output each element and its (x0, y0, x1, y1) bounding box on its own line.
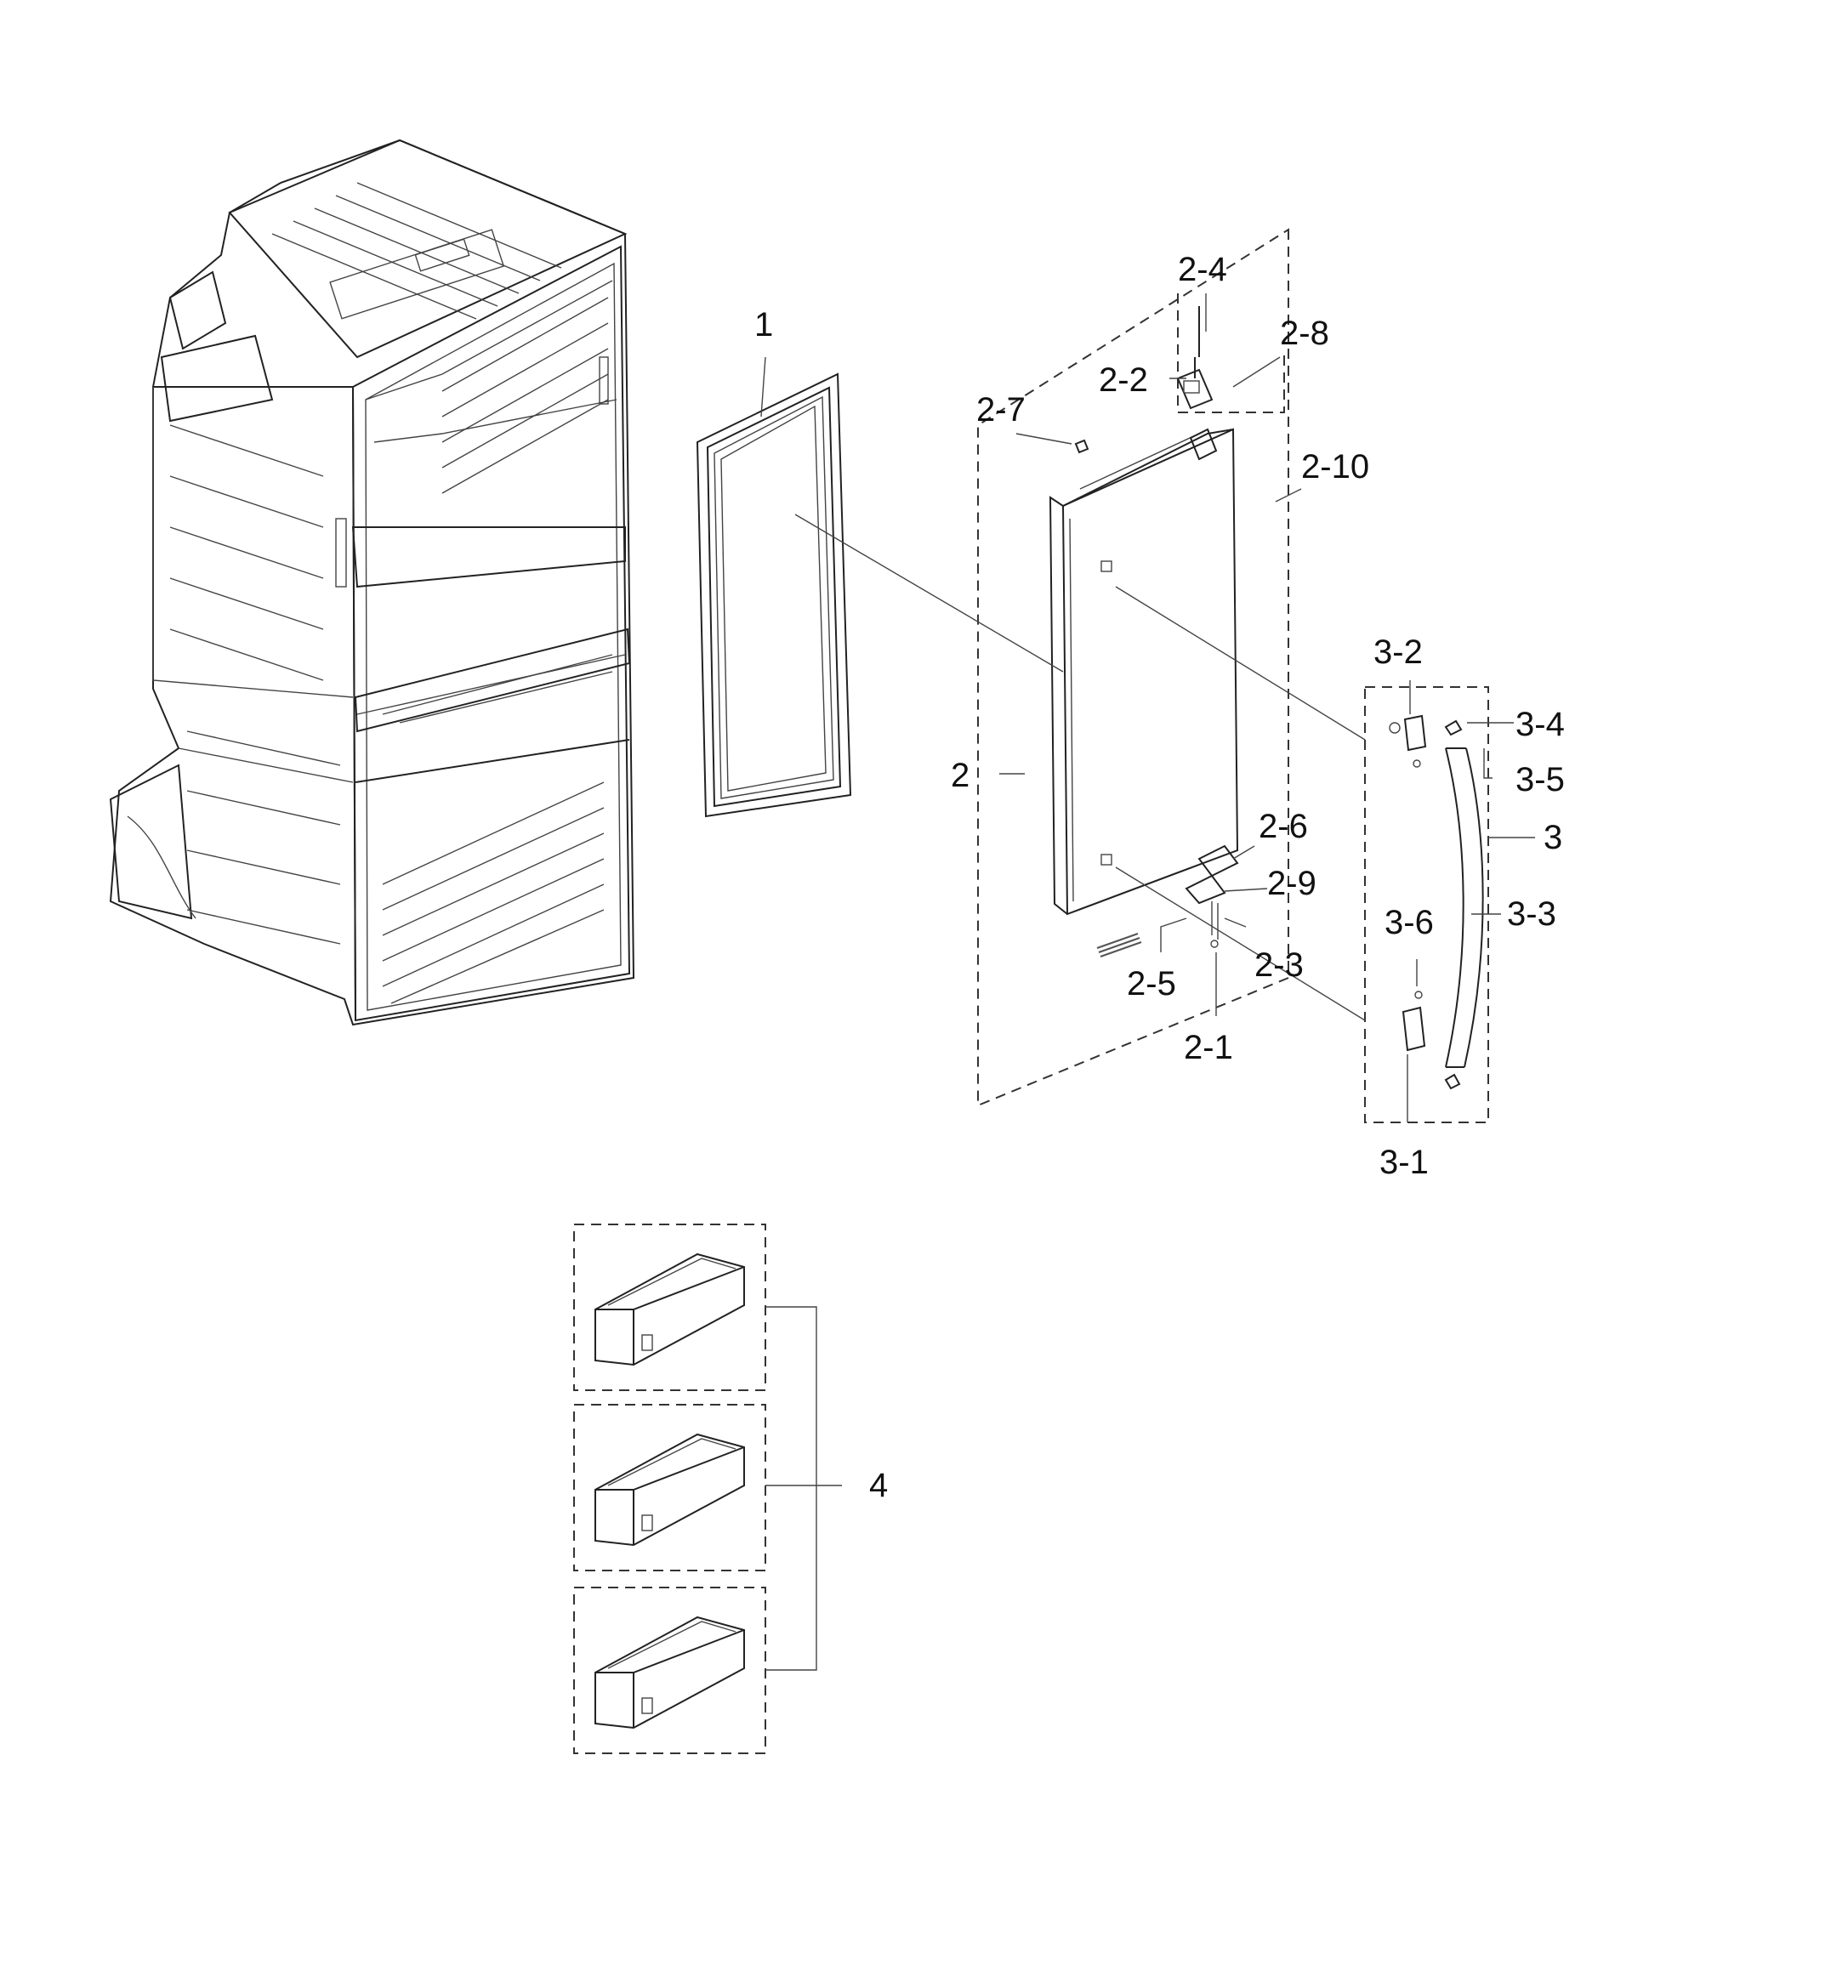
door-stopper (1096, 932, 1142, 958)
label-3-4: 3-4 (1515, 706, 1565, 743)
part-labels: 1 2 2-4 2-8 2-2 2-7 2-10 3-2 3-4 3-5 3 2… (754, 251, 1565, 1504)
label-3-5: 3-5 (1515, 761, 1565, 798)
bottom-hinge (1185, 844, 1239, 948)
door-bin-2 (594, 1433, 745, 1547)
label-3: 3 (1544, 819, 1562, 856)
door-handle (1445, 747, 1484, 1068)
label-3-3: 3-3 (1507, 895, 1556, 933)
label-2-5: 2-5 (1127, 965, 1176, 1003)
top-hinge (1176, 306, 1214, 410)
label-3-1: 3-1 (1379, 1144, 1429, 1181)
refrigerator-cabinet (109, 139, 635, 1026)
label-2-2: 2-2 (1099, 361, 1148, 399)
hinge-cap (1074, 439, 1089, 454)
label-2-1: 2-1 (1184, 1029, 1233, 1066)
label-2-9: 2-9 (1267, 865, 1316, 902)
label-2-6: 2-6 (1259, 808, 1308, 845)
door-gasket (696, 372, 852, 818)
label-3-6: 3-6 (1385, 904, 1434, 941)
door-bin-3 (594, 1616, 745, 1730)
door-bin-1 (594, 1252, 745, 1366)
label-2-7: 2-7 (976, 391, 1026, 429)
label-3-2: 3-2 (1373, 633, 1423, 671)
label-2-3: 2-3 (1254, 946, 1304, 984)
handle-cap (1444, 719, 1463, 1090)
label-2-4: 2-4 (1178, 251, 1227, 288)
handle-bracket-top (1389, 714, 1427, 768)
leader-lines (760, 293, 1535, 1671)
label-2-10: 2-10 (1301, 448, 1369, 486)
label-2: 2 (951, 757, 969, 794)
label-1: 1 (754, 306, 773, 344)
label-4: 4 (869, 1467, 888, 1504)
door-panel (1049, 428, 1239, 916)
label-2-8: 2-8 (1280, 315, 1329, 352)
door-assembly-group-box (977, 228, 1289, 1107)
handle-bracket-bottom (1402, 991, 1426, 1052)
